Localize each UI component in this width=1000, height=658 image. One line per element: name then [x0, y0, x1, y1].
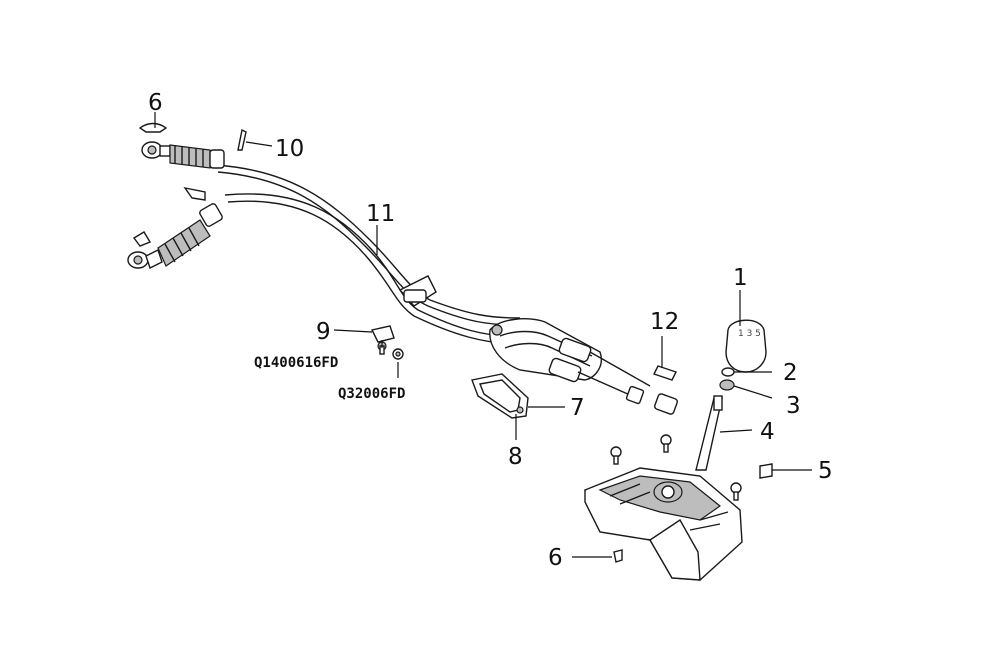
- retaining-clip-bottom: [613, 549, 623, 563]
- callout-6-top: 6: [148, 90, 163, 116]
- callout-7: 7: [570, 395, 585, 421]
- warning-label: [653, 365, 677, 381]
- shift-lever: [695, 395, 723, 471]
- callout-11: 11: [366, 201, 395, 227]
- mounting-bolts: [610, 434, 773, 501]
- callout-12: 12: [650, 309, 679, 335]
- svg-text:1 3 5: 1 3 5: [738, 329, 761, 339]
- part-code-washer: Q32006FD: [338, 386, 405, 402]
- retaining-clip-lower: [132, 231, 152, 247]
- seal-gasket: [471, 373, 529, 419]
- callout-8: 8: [508, 444, 523, 470]
- callout-2: 2: [783, 360, 798, 386]
- cable-junction-housing: [489, 318, 678, 415]
- callout-4: 4: [760, 419, 775, 445]
- shift-cable-assembly: [127, 141, 678, 415]
- callout-5: 5: [818, 458, 833, 484]
- callout-1: 1: [733, 265, 748, 291]
- upper-cable-end: [141, 141, 225, 169]
- shifter-base-housing: [584, 467, 743, 581]
- leader-lines: [154, 112, 812, 558]
- cable-bracket: [370, 325, 404, 360]
- shift-knob: 1 3 5: [725, 319, 767, 373]
- callout-6-bottom: 6: [548, 545, 563, 571]
- callout-labels: 1 2 3 4 5 6 6 7 8 9 10 11 12 Q1400616FD …: [148, 90, 833, 571]
- knob-ring: [721, 367, 735, 377]
- callout-3: 3: [786, 393, 801, 419]
- part-code-bolt: Q1400616FD: [254, 355, 338, 371]
- lock-nut: [719, 379, 735, 391]
- callout-10: 10: [275, 136, 304, 162]
- callout-9: 9: [316, 319, 331, 345]
- retaining-clip-upper: [138, 122, 168, 133]
- lower-cable-end: [127, 203, 223, 269]
- spring-clip: [237, 128, 247, 151]
